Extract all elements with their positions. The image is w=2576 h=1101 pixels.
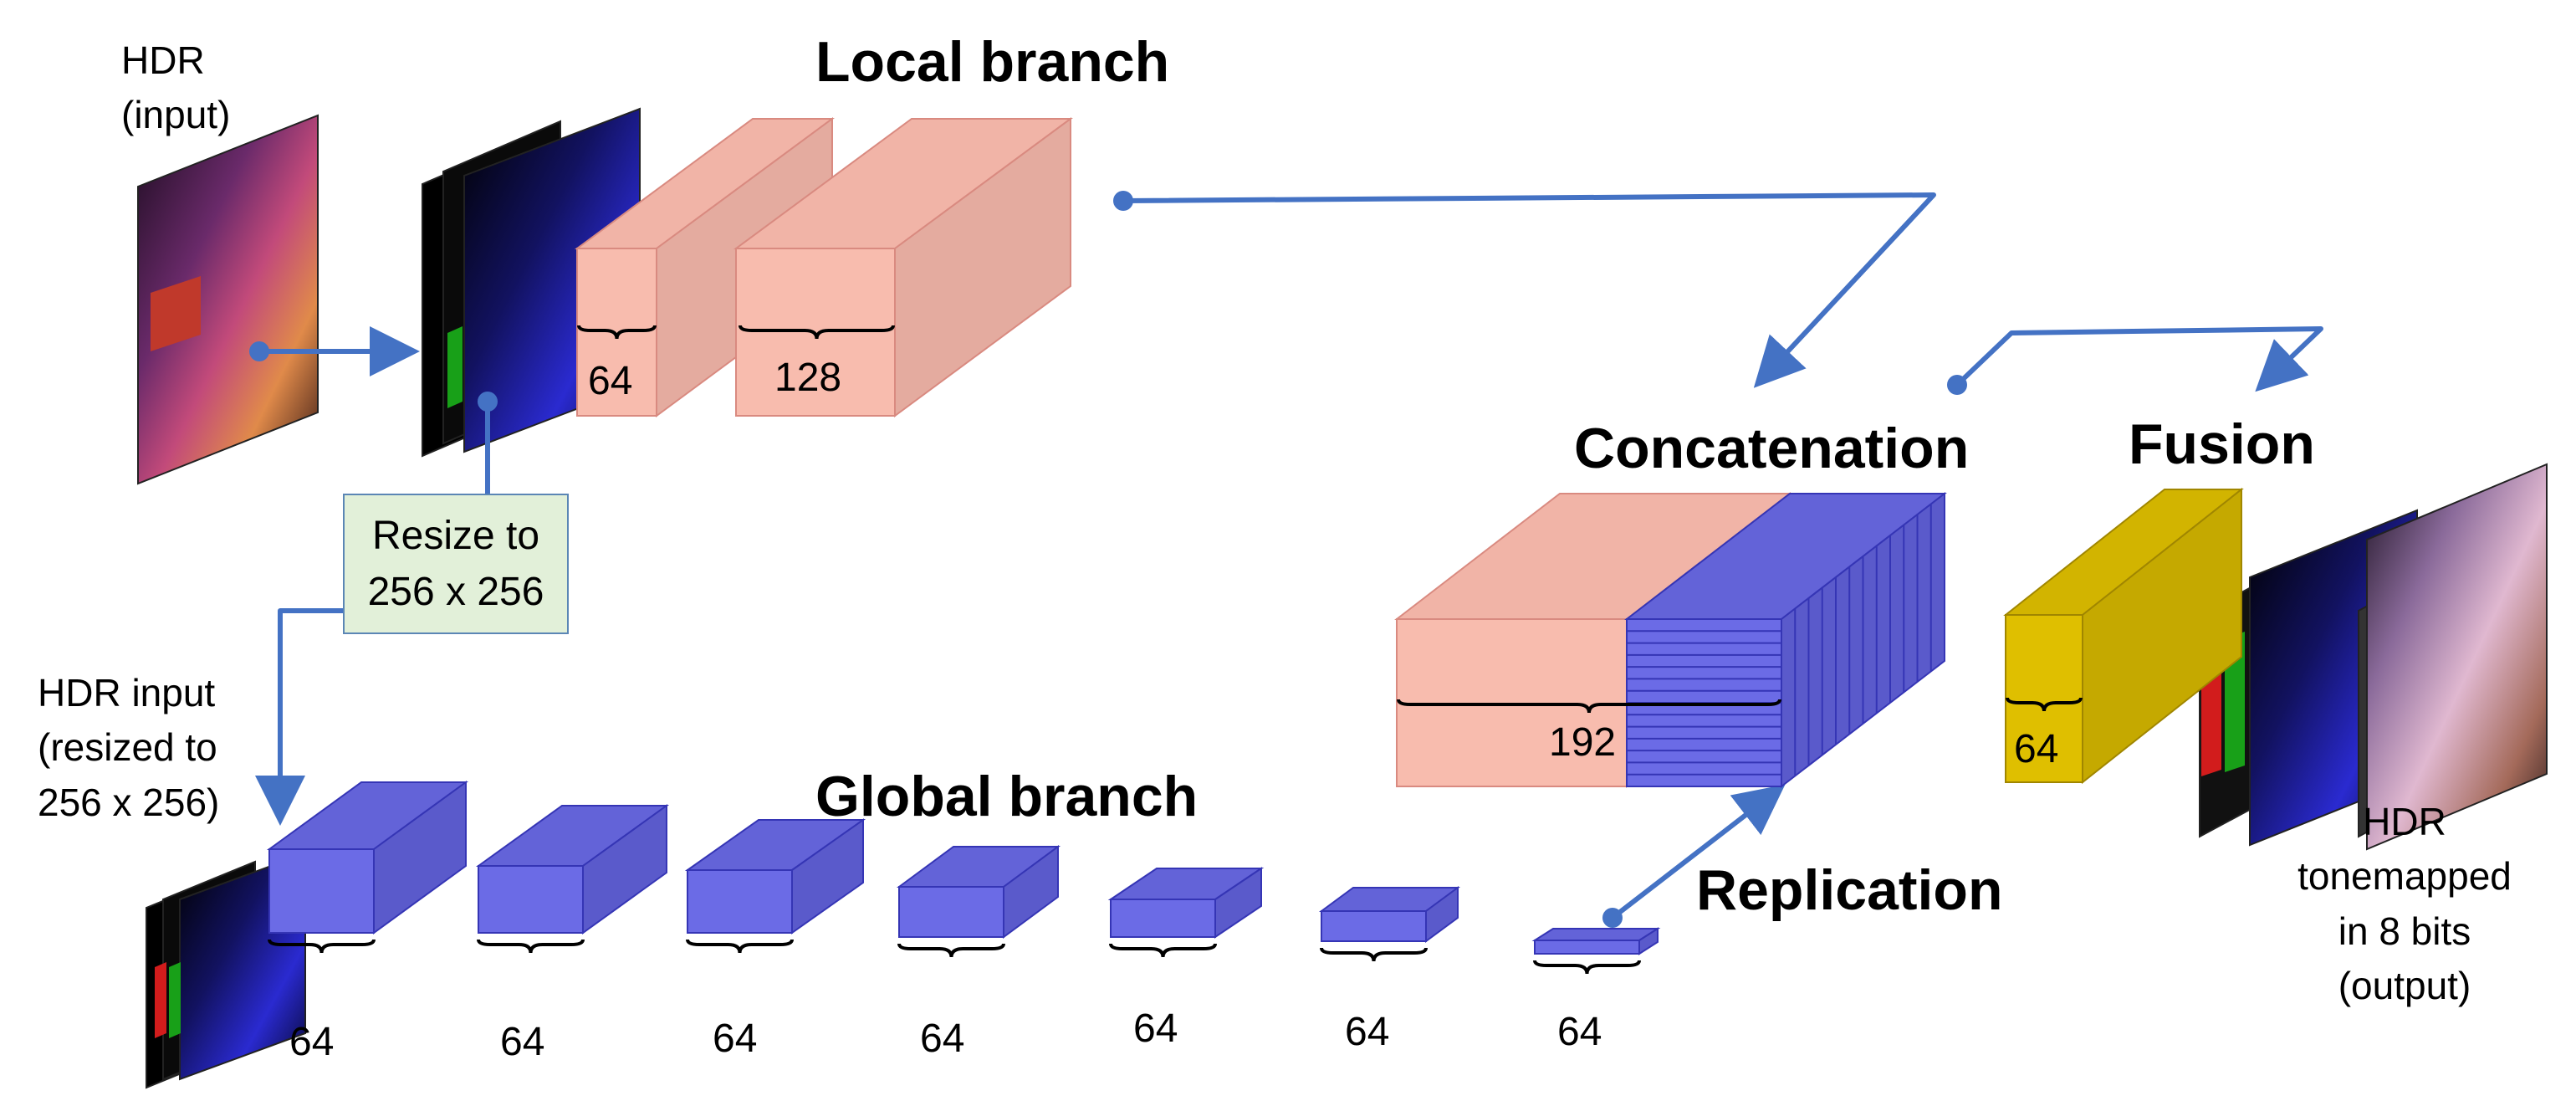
concat-to-fusion-arrow (1955, 326, 2323, 392)
fusion-block (2003, 487, 2244, 785)
global-layer-5-block (1107, 867, 1265, 939)
fusion-brace (2006, 697, 2083, 712)
global-layer-6-block (1318, 886, 1461, 943)
fusion-channels: 64 (2014, 727, 2059, 771)
resize-box: Resize to 256 x 256 (343, 494, 569, 634)
global-layer-6-brace (1320, 947, 1428, 962)
global-layer-3-channels: 64 (713, 1017, 758, 1061)
global-layer-1-brace (268, 939, 376, 954)
local-layer-2-block (733, 117, 1074, 417)
global-layer-4-brace (897, 943, 1005, 958)
global-layer-6-channels: 64 (1345, 1010, 1390, 1054)
global-layer-7-channels: 64 (1557, 1010, 1602, 1054)
replication-arrow (1611, 784, 1786, 920)
global-feature-green (169, 962, 181, 1038)
resized-arrow (255, 608, 343, 826)
local-layer-1-channels: 64 (588, 359, 633, 403)
global-layer-7-block-front (1534, 940, 1640, 955)
resize-label-line1: Resize to (371, 513, 540, 558)
global-layer-3-brace (686, 939, 794, 954)
global-layer-2-block (475, 804, 670, 935)
global-layer-6-block-front (1321, 910, 1427, 942)
local-layer-1-block-front (576, 248, 657, 417)
local-branch-title: Local branch (815, 30, 1170, 94)
fusion-title: Fusion (2129, 412, 2315, 476)
hdr-input-sign (151, 276, 201, 351)
hdr-output-label: HDR tonemapped in 8 bits (output) (2297, 800, 2512, 1007)
global-layer-1-block-front (268, 848, 375, 934)
layer-braces (268, 325, 2083, 975)
local-layer-1-brace (577, 325, 657, 340)
local-layer-2-brace (739, 325, 895, 340)
global-feature-red (155, 962, 166, 1038)
global-layer-1-channels: 64 (289, 1020, 335, 1064)
local-layer-2-channels: 128 (774, 356, 842, 400)
global-layer-2-brace (477, 939, 585, 954)
local-feature-green (447, 326, 463, 408)
global-layer-5-channels: 64 (1133, 1006, 1178, 1051)
global-layer-4-block (896, 845, 1061, 939)
concatenation-title: Concatenation (1574, 417, 1970, 480)
layer-blocks (266, 117, 2244, 955)
concat-replication-grid (1627, 504, 1932, 776)
global-layer-3-block-front (687, 869, 793, 934)
concat-brace (1397, 699, 1781, 714)
fusion-block-front (2005, 614, 2083, 783)
global-layer-7-brace (1533, 960, 1641, 975)
output-image (2366, 463, 2548, 851)
concat-channels: 192 (1549, 720, 1617, 765)
local-to-concat-arrow (1122, 192, 1936, 388)
global-layer-1-block (266, 781, 469, 935)
global-layer-3-block (684, 818, 866, 935)
replication-title: Replication (1696, 858, 2003, 922)
global-layer-4-block-front (898, 886, 1004, 938)
global-layer-4-channels: 64 (920, 1017, 965, 1061)
resize-label-line2: 256 x 256 (367, 570, 544, 614)
global-layer-5-block-front (1110, 899, 1216, 938)
hdr-resized-label: HDR input (resized to 256 x 256) (38, 671, 220, 824)
global-branch-title: Global branch (815, 765, 1199, 828)
global-layer-2-channels: 64 (500, 1020, 545, 1064)
global-layer-2-block-front (478, 865, 584, 934)
connectors (249, 191, 2323, 928)
global-layer-7-block (1531, 927, 1661, 955)
hdr-input-label: HDR (input) (121, 38, 231, 137)
global-layer-5-brace (1109, 943, 1217, 958)
global-layer-7-block-top (1531, 928, 1661, 941)
local-layer-1-block (574, 117, 836, 417)
hdr-input-image (137, 114, 319, 485)
